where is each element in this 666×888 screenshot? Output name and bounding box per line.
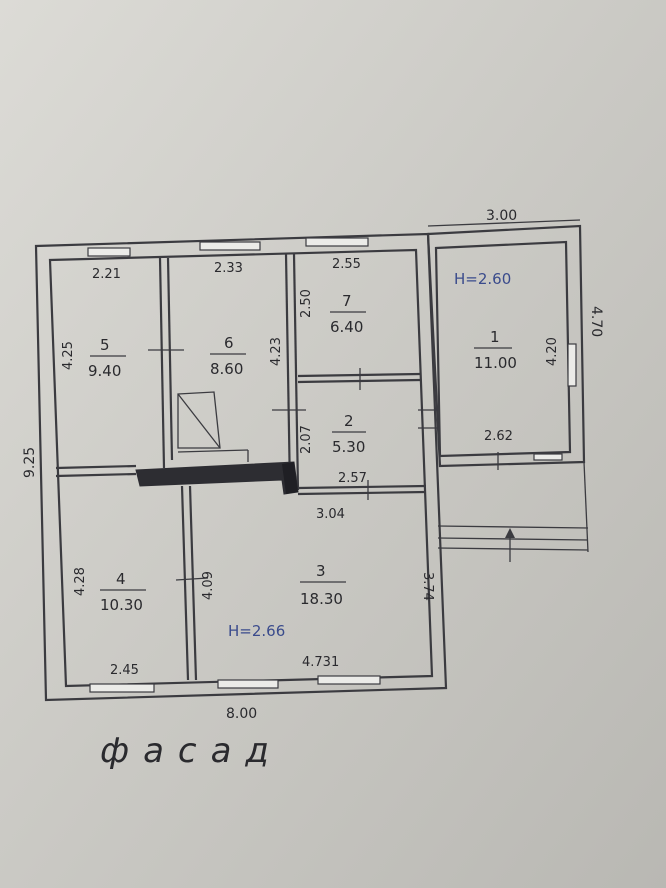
main-inner-wall [48, 248, 434, 688]
room-3-number: 3 [316, 562, 326, 580]
wall-5-6-b [166, 257, 174, 461]
window-room1 [567, 343, 577, 387]
room-1-number: 1 [490, 328, 500, 346]
wall-7-2-a [297, 372, 421, 378]
porch-line-3 [437, 547, 589, 551]
dim-room5-width: 2.21 [92, 267, 121, 282]
annex-inner-wall [434, 240, 572, 458]
dim-room1-depth: 4.20 [545, 337, 560, 366]
wall-4-3-a [180, 485, 190, 681]
dim-room4-depth: 4.28 [73, 567, 88, 596]
room-3-area: 18.30 [300, 590, 343, 608]
room-2-area: 5.30 [332, 438, 365, 456]
wall-upper-lower-a [55, 464, 137, 470]
room-5-number: 5 [100, 336, 110, 354]
chimney [282, 462, 298, 494]
windows [87, 237, 577, 693]
window-room6 [199, 241, 261, 251]
porch-line-2 [437, 537, 589, 541]
dim-room4-partition: 4.09 [201, 571, 216, 600]
closet-diagonal [177, 393, 221, 449]
annex-height: H=2.60 [454, 270, 511, 288]
door-marks [148, 349, 499, 581]
dim-overall-depth: 9.25 [22, 447, 38, 478]
window-room4 [89, 683, 155, 693]
window-room5 [87, 247, 131, 257]
window-room3-b [317, 675, 381, 685]
walls [34, 224, 589, 702]
porch-line-1 [437, 525, 589, 529]
wall-4-3-b [188, 485, 198, 681]
dim-annex-width: 3.00 [486, 208, 517, 224]
room-7-area: 6.40 [330, 318, 363, 336]
room-4-area: 10.30 [100, 596, 143, 614]
wall-2-3-b [297, 490, 427, 496]
room-5-area: 9.40 [88, 362, 121, 380]
window-room7 [305, 237, 369, 247]
dim-room6-width: 2.33 [214, 261, 243, 276]
room-6-number: 6 [224, 334, 234, 352]
dim-room3-width-top: 3.04 [316, 507, 345, 522]
main-outer-wall [34, 232, 448, 702]
room-labels: 5 9.40 6 8.60 7 6.40 2 5.30 1 11.00 3 18… [88, 292, 517, 614]
porch-arrow-head [505, 528, 515, 538]
wall-7-2-b [297, 378, 421, 384]
dim-room7-depth: 2.50 [299, 289, 314, 318]
dim-room7-width: 2.55 [332, 257, 361, 272]
main-height: H=2.66 [228, 622, 285, 640]
dimension-labels: 3.00 2.21 2.33 2.55 2.62 2.57 3.04 2.45 … [22, 208, 604, 722]
height-labels: H=2.60 H=2.66 [228, 270, 511, 640]
wall-upper-lower-b [55, 472, 137, 478]
wall-2-3-a [297, 484, 427, 490]
room-1-area: 11.00 [474, 354, 517, 372]
dim-room3-depth: 3.74 [420, 572, 435, 601]
dim-room2-depth: 2.07 [299, 425, 314, 454]
room-2-number: 2 [344, 412, 354, 430]
dim-room2-width: 2.57 [338, 471, 367, 486]
dim-room5-depth: 4.25 [61, 341, 76, 370]
dim-room4-width: 2.45 [110, 663, 139, 678]
door-mark-4-3 [175, 577, 209, 581]
window-room3-a [217, 679, 279, 689]
step-line [177, 449, 249, 453]
porch-edge [583, 461, 589, 553]
room-7-number: 7 [342, 292, 352, 310]
dim-room6-depth: 4.23 [269, 337, 284, 366]
room-4-number: 4 [116, 570, 126, 588]
dim-room3-width: 4.731 [302, 655, 339, 670]
facade-caption: фасад [100, 731, 283, 771]
room-6-area: 8.60 [210, 360, 243, 378]
dim-annex-depth: 4.70 [588, 306, 604, 337]
dim-room1-width: 2.62 [484, 429, 513, 444]
dim-overall-width: 8.00 [226, 706, 257, 722]
wall-6-7-b [292, 253, 300, 491]
dim-line-annex-top [427, 219, 581, 227]
wall-6-7-a [284, 253, 292, 491]
wall-5-6-a [158, 257, 166, 469]
window-annex-bottom [533, 453, 563, 461]
